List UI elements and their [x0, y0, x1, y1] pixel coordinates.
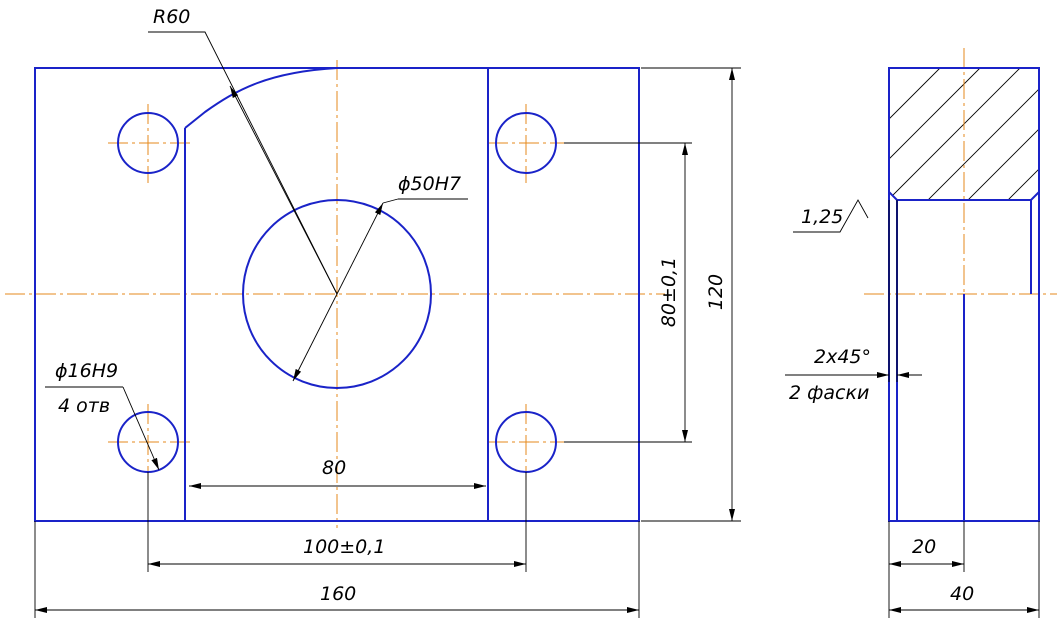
hole-top-left	[117, 112, 179, 174]
dim-40: 40	[889, 521, 1040, 618]
dim-100: 100±0,1	[147, 472, 527, 572]
side-center-lines	[864, 48, 1057, 295]
dim-80-vertical: 80±0,1	[564, 142, 692, 443]
hole-top-right	[495, 112, 557, 174]
dim-160: 160	[34, 521, 640, 618]
label-roughness: 1,25	[801, 206, 843, 228]
label-r60: R60	[153, 6, 190, 28]
side-view: 1,25 2x45° 2 фаски 20 40	[785, 48, 1057, 618]
dim-120: 120	[641, 67, 741, 522]
label-80: 80	[322, 457, 346, 479]
dim-d16: ϕ16H9 4 отв	[45, 360, 160, 471]
label-d16: ϕ16H9	[55, 360, 118, 382]
label-80-vertical: 80±0,1	[658, 257, 680, 327]
label-chamfer: 2x45°	[814, 346, 871, 368]
dim-80: 80	[189, 457, 486, 489]
label-40: 40	[950, 583, 974, 605]
label-120: 120	[705, 274, 727, 310]
label-chamfer-note: 2 фаски	[789, 382, 869, 404]
section-hatching	[889, 68, 1039, 200]
dim-d50: ϕ50H7	[292, 173, 468, 382]
label-160: 160	[320, 583, 356, 605]
label-100: 100±0,1	[303, 536, 385, 558]
roughness-mark: 1,25	[793, 199, 869, 233]
label-20: 20	[912, 536, 936, 558]
front-outline	[34, 67, 640, 522]
front-view: R60 ϕ50H7 ϕ16H9 4 отв 80	[5, 6, 741, 618]
dim-20: 20	[888, 521, 965, 618]
dim-chamfer: 2x45° 2 фаски	[785, 200, 922, 404]
label-d50: ϕ50H7	[398, 173, 461, 195]
side-dimensions: 1,25 2x45° 2 фаски 20 40	[785, 199, 1040, 618]
front-dimensions: R60 ϕ50H7 ϕ16H9 4 отв 80	[34, 6, 741, 618]
label-holes: 4 отв	[58, 395, 110, 417]
bore-circle	[242, 199, 432, 389]
